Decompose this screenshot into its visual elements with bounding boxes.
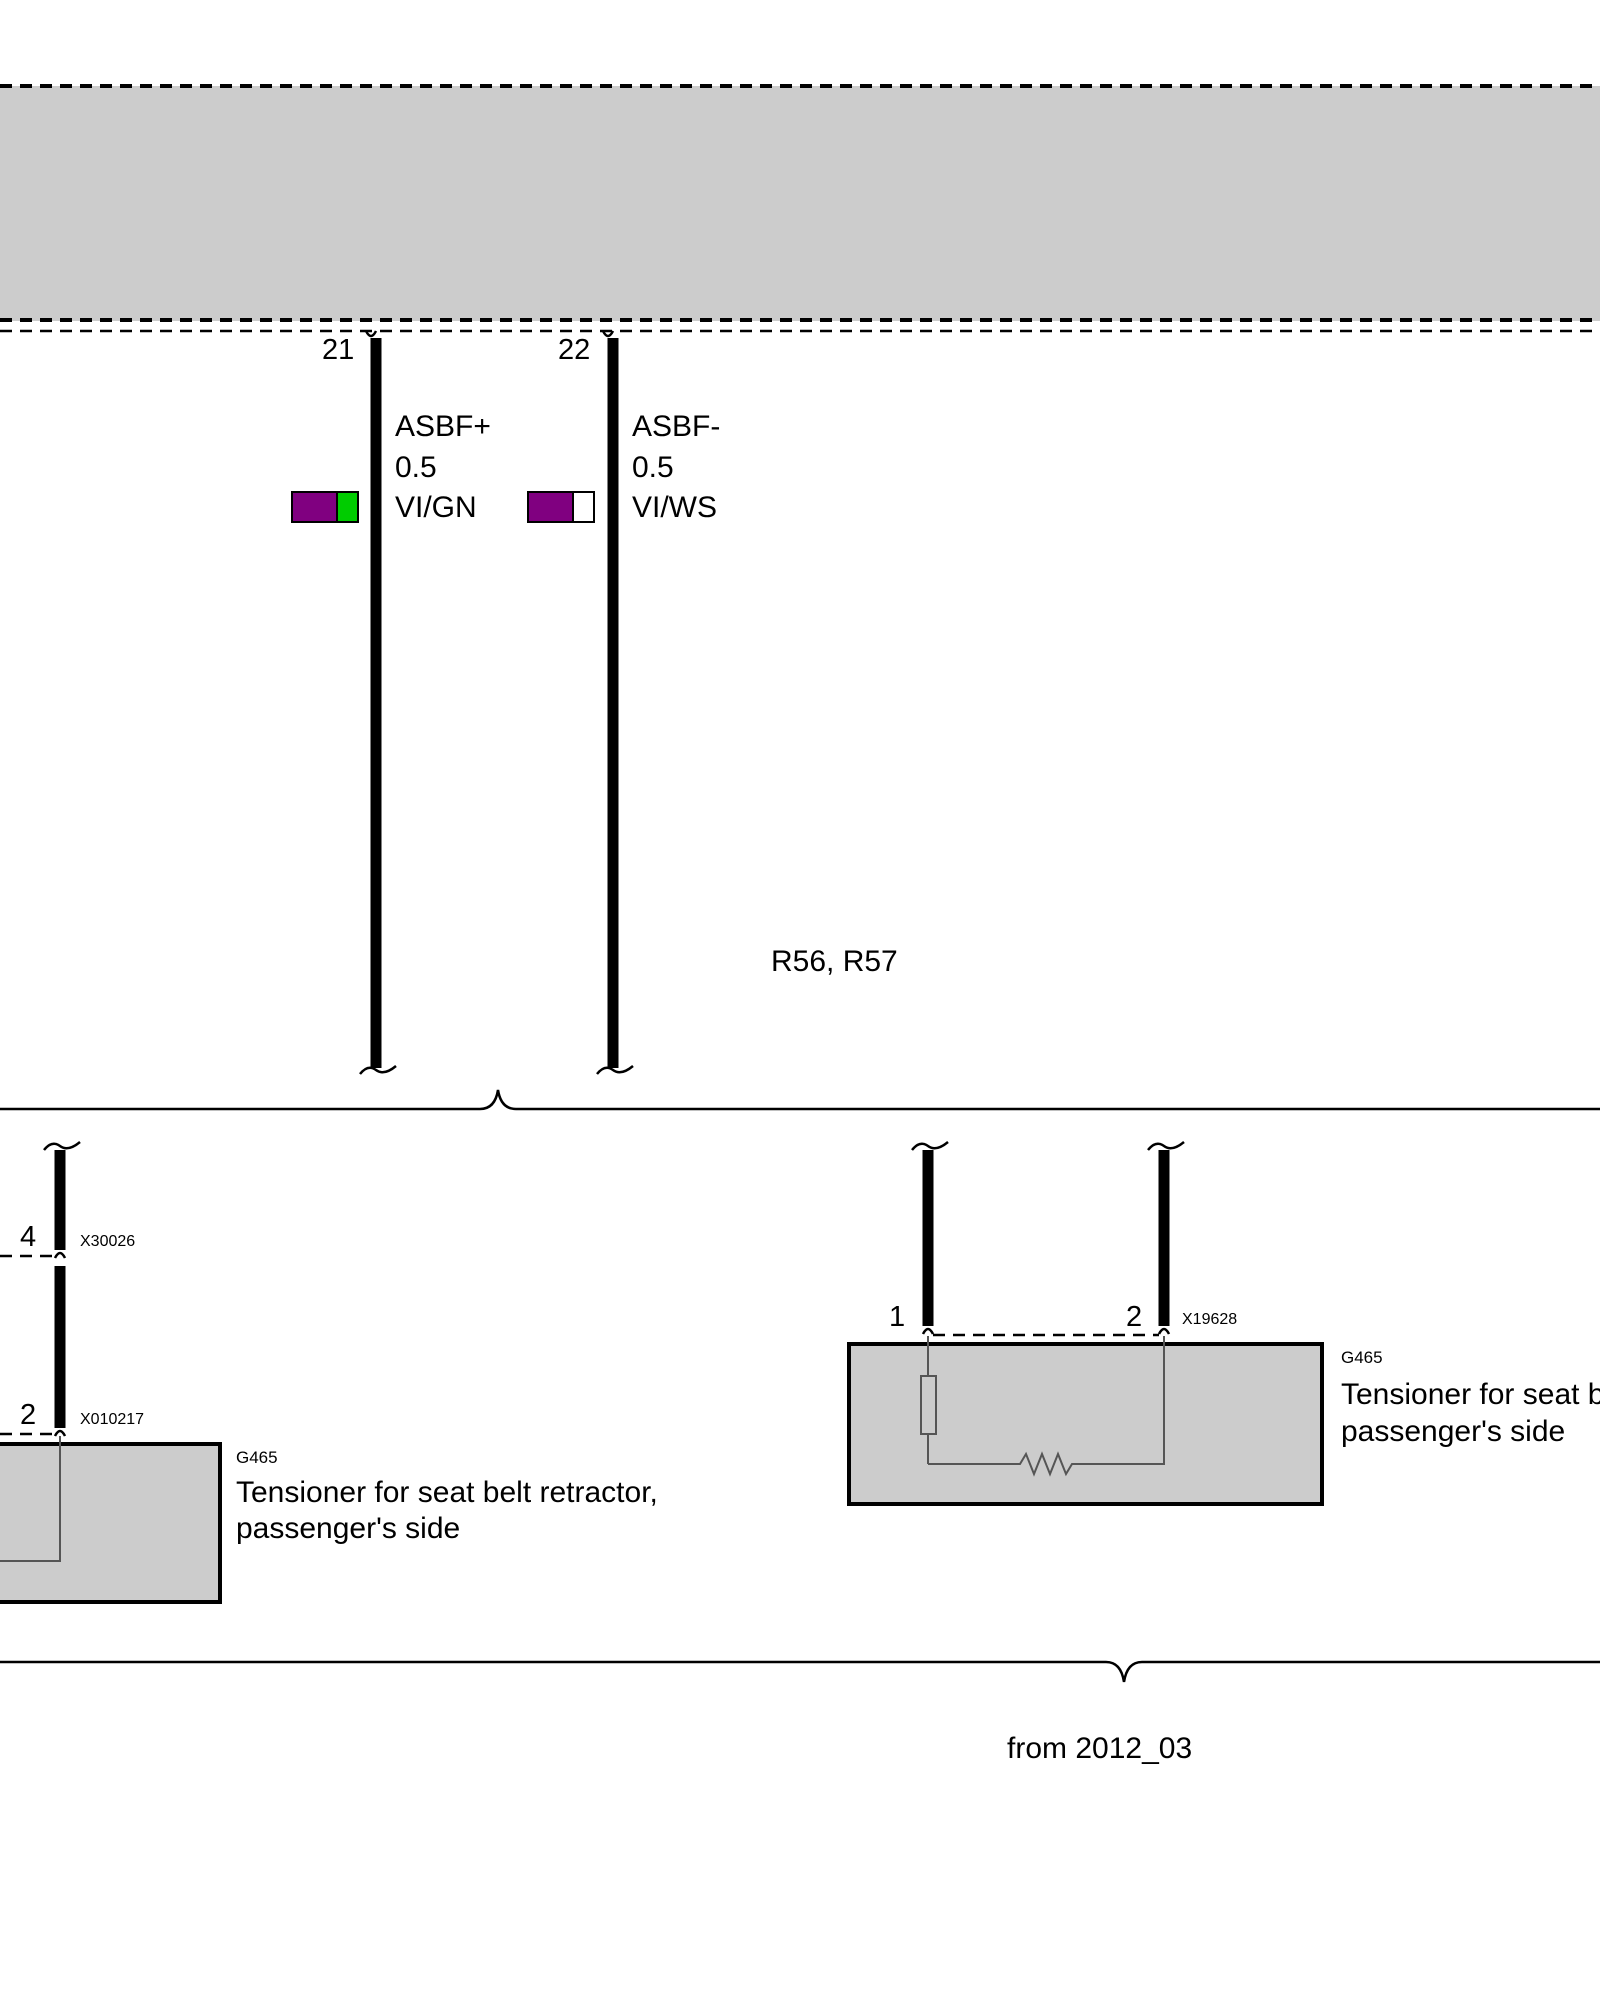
- igniter-symbol: [920, 1336, 1165, 1477]
- connector-x010217: X010217: [80, 1411, 144, 1428]
- left-component-code: G465: [236, 1448, 278, 1467]
- right-component-code: G465: [1341, 1348, 1383, 1367]
- color-swatch-vi-ws: [527, 491, 595, 523]
- wire-asbf-plus: 21 ASBF+ 0.5 VI/GN: [291, 330, 491, 1075]
- pin-2-label: 2: [20, 1399, 36, 1431]
- pin-21-label: 21: [322, 334, 354, 366]
- connector-x19628: X19628: [1182, 1311, 1237, 1328]
- variant-brace: [0, 1089, 1600, 1111]
- left-component-name-line1: Tensioner for seat belt retractor,: [236, 1476, 658, 1509]
- color-swatch-vi-gn: [291, 491, 359, 523]
- wire-21-signal: ASBF+: [395, 410, 491, 443]
- right-tensioner-box: [847, 1342, 1324, 1506]
- right-component-name-line1: Tensioner for seat b: [1341, 1378, 1600, 1411]
- connector-x30026: X30026: [80, 1233, 135, 1250]
- right-component-name-line2: passenger's side: [1341, 1415, 1565, 1448]
- wire-21-gauge: 0.5: [395, 451, 437, 484]
- pin-1-label: 1: [889, 1301, 905, 1333]
- wire-21-color-code: VI/GN: [395, 491, 477, 524]
- control-module: [0, 86, 1600, 321]
- variant-label: R56, R57: [771, 945, 898, 978]
- wire-22-signal: ASBF-: [632, 410, 720, 443]
- date-brace: [0, 1660, 1600, 1683]
- left-tensioner-box: [0, 1442, 222, 1604]
- left-component-name-line2: passenger's side: [236, 1512, 460, 1545]
- pin-22-label: 22: [558, 334, 590, 366]
- date-label: from 2012_03: [1007, 1732, 1192, 1765]
- left-branch: 4 X30026 2 X010217 G465 Tensioner for se…: [0, 1141, 658, 1604]
- pin-2-right-label: 2: [1126, 1301, 1142, 1333]
- right-branch: 1 2 X19628 G465 Tensioner for seat b pas…: [847, 1141, 1600, 1506]
- wire-22-color-code: VI/WS: [632, 491, 717, 524]
- wire-22-gauge: 0.5: [632, 451, 674, 484]
- pin-4-label: 4: [20, 1221, 36, 1253]
- wire-asbf-minus: 22 ASBF- 0.5 VI/WS: [527, 330, 720, 1075]
